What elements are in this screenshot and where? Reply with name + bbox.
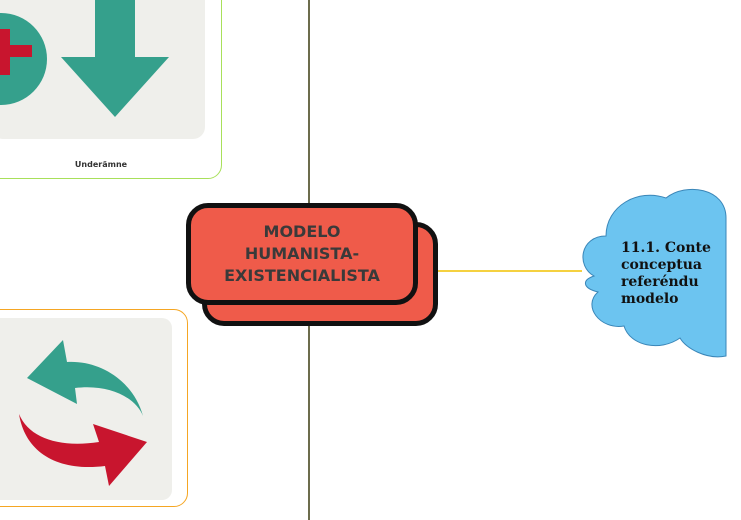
- subtopic-card-image: [0, 0, 205, 139]
- image-card-image: [0, 318, 172, 500]
- arrow-down-plus-icon: [0, 0, 169, 117]
- refresh-arrows-icon: [19, 340, 147, 486]
- image-card[interactable]: [0, 309, 188, 507]
- subtopic-caption: Underämne: [74, 160, 128, 169]
- cloud-topic[interactable]: [576, 188, 727, 358]
- cloud-topic-label: 11.1. Conte conceptua referéndu modelo: [621, 240, 711, 307]
- subtopic-card[interactable]: Underämne: [0, 0, 222, 179]
- central-topic-label: MODELO HUMANISTA- EXISTENCIALISTA: [224, 222, 380, 285]
- connector-lines: [308, 0, 582, 520]
- central-topic[interactable]: MODELO HUMANISTA- EXISTENCIALISTA: [186, 203, 418, 305]
